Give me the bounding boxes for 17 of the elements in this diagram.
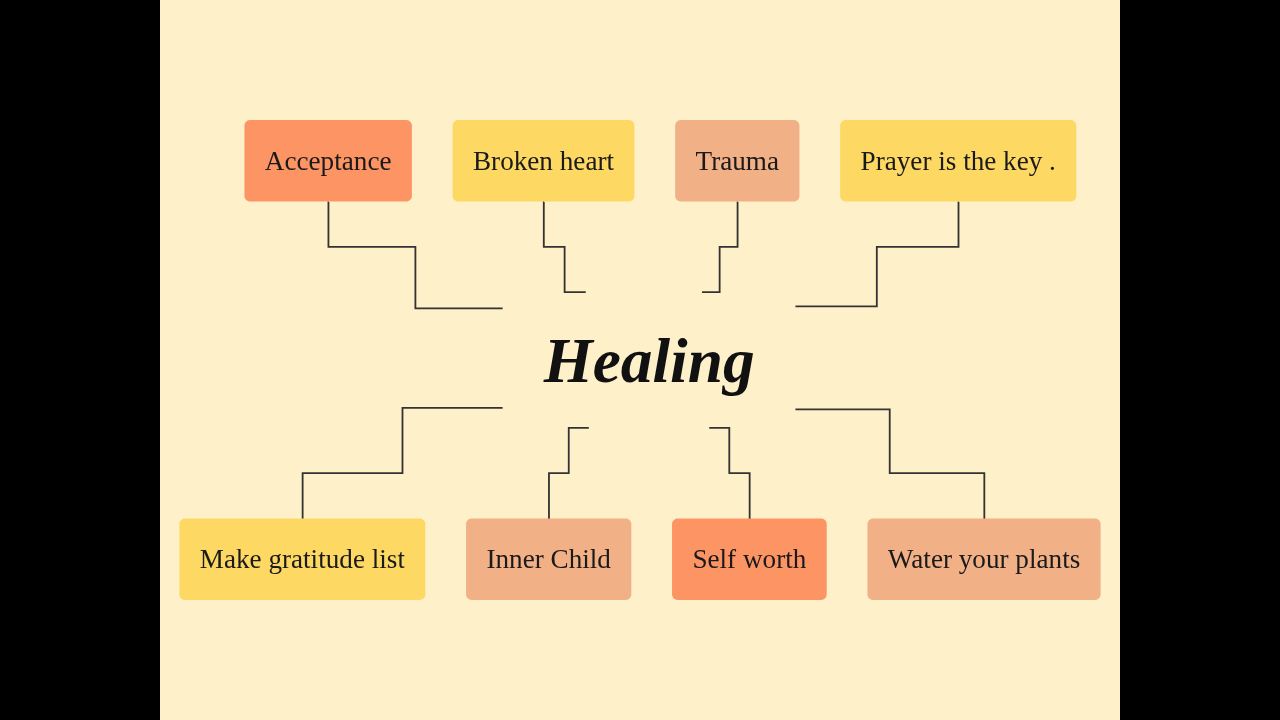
connector-line <box>542 201 587 293</box>
connector-line <box>301 406 504 520</box>
connector-line <box>708 427 751 520</box>
topic-box: Acceptance <box>244 120 412 202</box>
topic-box: Make gratitude list <box>179 518 426 600</box>
topic-box: Self worth <box>672 518 827 600</box>
topic-box: Water your plants <box>867 518 1101 600</box>
connector-line <box>548 427 590 520</box>
topic-box: Broken heart <box>452 120 635 202</box>
topic-box: Trauma <box>675 120 800 202</box>
central-topic-text: Healing <box>543 324 755 396</box>
topic-box: Inner Child <box>466 518 632 600</box>
connector-line <box>794 201 960 308</box>
topic-box: Prayer is the key . <box>840 120 1077 202</box>
connector-line <box>794 408 986 520</box>
connector-line <box>701 201 739 293</box>
connector-line <box>327 201 504 310</box>
